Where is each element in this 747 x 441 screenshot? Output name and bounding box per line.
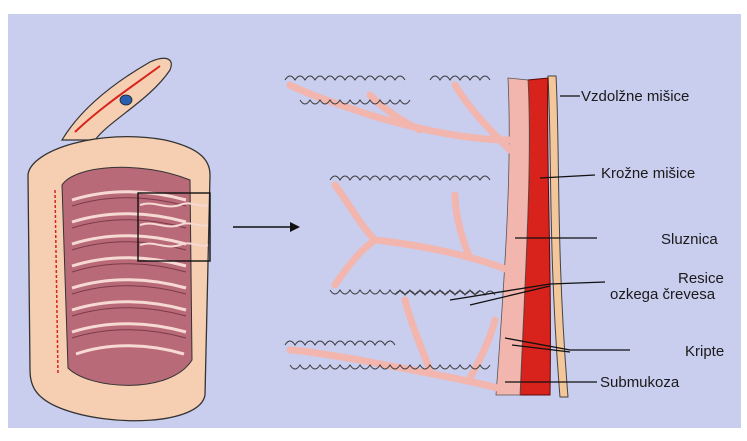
label-submukoza: Submukoza bbox=[600, 375, 679, 391]
label-vzdolzne-misice: Vzdolžne mišice bbox=[581, 89, 689, 105]
label-kripte: Kripte bbox=[685, 344, 724, 360]
label-sluznica: Sluznica bbox=[661, 232, 718, 248]
label-resice-line2: ozkega črevesa bbox=[610, 287, 715, 303]
label-krozne-misice: Krožne mišice bbox=[601, 166, 695, 182]
label-resice-line1: Resice bbox=[678, 271, 724, 287]
